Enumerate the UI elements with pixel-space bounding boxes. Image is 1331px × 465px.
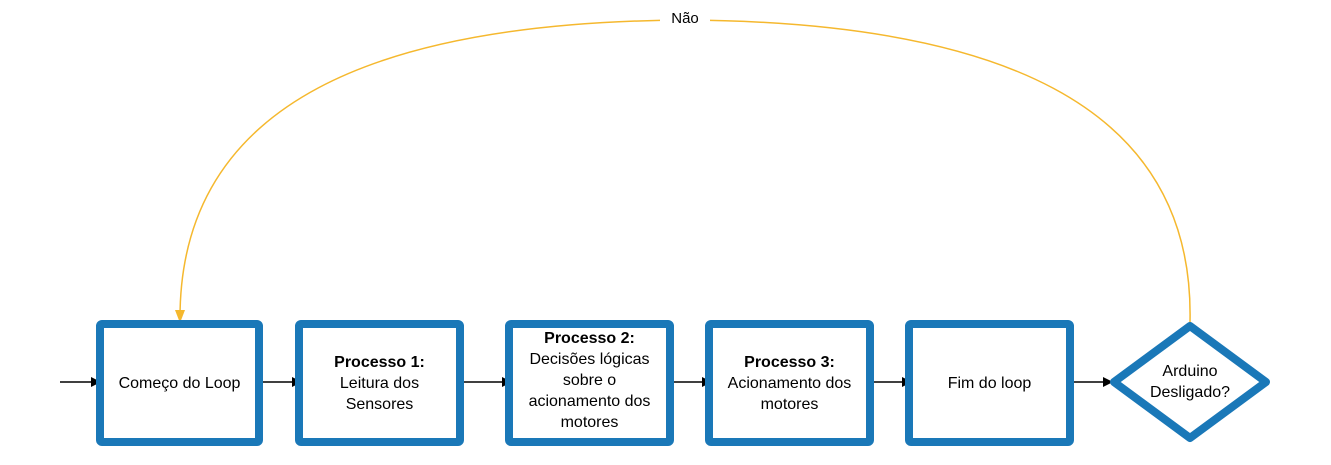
process2-title: Processo 2: <box>544 330 635 347</box>
process1-title: Processo 1: <box>334 353 425 371</box>
loop-back-label: Não <box>660 9 710 29</box>
process2-line: Decisões lógicas <box>529 351 650 368</box>
process2-line: motores <box>560 414 619 431</box>
start-node: Começo do Loop <box>96 320 263 446</box>
end-node-text: Fim do loop <box>947 374 1032 392</box>
loop-back-arrowhead <box>175 310 185 323</box>
decision-label: Arduino Desligado? <box>1115 350 1265 414</box>
process3-line: Acionamento dos <box>727 374 852 392</box>
loop-back-arrow <box>179 19 1191 323</box>
start-node-text: Começo do Loop <box>118 374 241 392</box>
process2-node: Processo 2: Decisões lógicas sobre o aci… <box>505 320 674 446</box>
decision-line: Desligado? <box>1149 384 1231 401</box>
process2-line: acionamento dos <box>528 393 651 410</box>
process1-line: Leitura dos <box>339 374 420 392</box>
process1-node: Processo 1: Leitura dos Sensores <box>295 320 464 446</box>
process1-line: Sensores <box>345 395 414 413</box>
end-node: Fim do loop <box>905 320 1074 446</box>
decision-diamond <box>1110 322 1270 442</box>
process3-line: motores <box>760 395 819 413</box>
process3-node: Processo 3: Acionamento dos motores <box>705 320 874 446</box>
decision-line: Arduino <box>1162 363 1218 380</box>
process2-line: sobre o <box>562 372 617 389</box>
process3-title: Processo 3: <box>744 353 835 371</box>
